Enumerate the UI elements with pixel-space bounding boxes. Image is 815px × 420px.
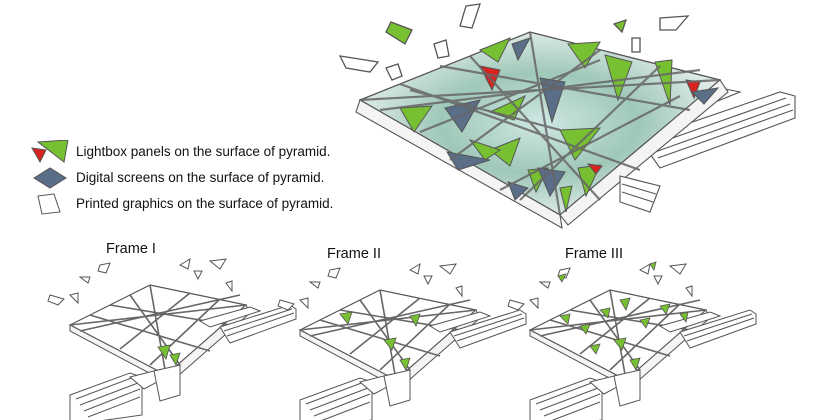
frame-1-illustration [47,258,297,420]
legend-label: Printed graphics on the surface of pyram… [76,196,334,211]
printed-graphic-icon [37,193,61,215]
digital-screen-icon [33,167,67,189]
lightbox-panel-icon [31,140,69,164]
pyramid-body [355,31,729,230]
frame-title-1: Frame I [106,241,156,257]
frame-title-2: Frame II [327,246,381,262]
legend-label: Digital screens on the surface of pyrami… [76,170,325,185]
frame-2-illustration [277,263,527,420]
legend-label: Lightbox panels on the surface of pyrami… [76,144,331,159]
frame-title-3: Frame III [565,246,624,262]
floating-fragments [338,3,701,97]
frame-3-illustration [507,261,757,420]
